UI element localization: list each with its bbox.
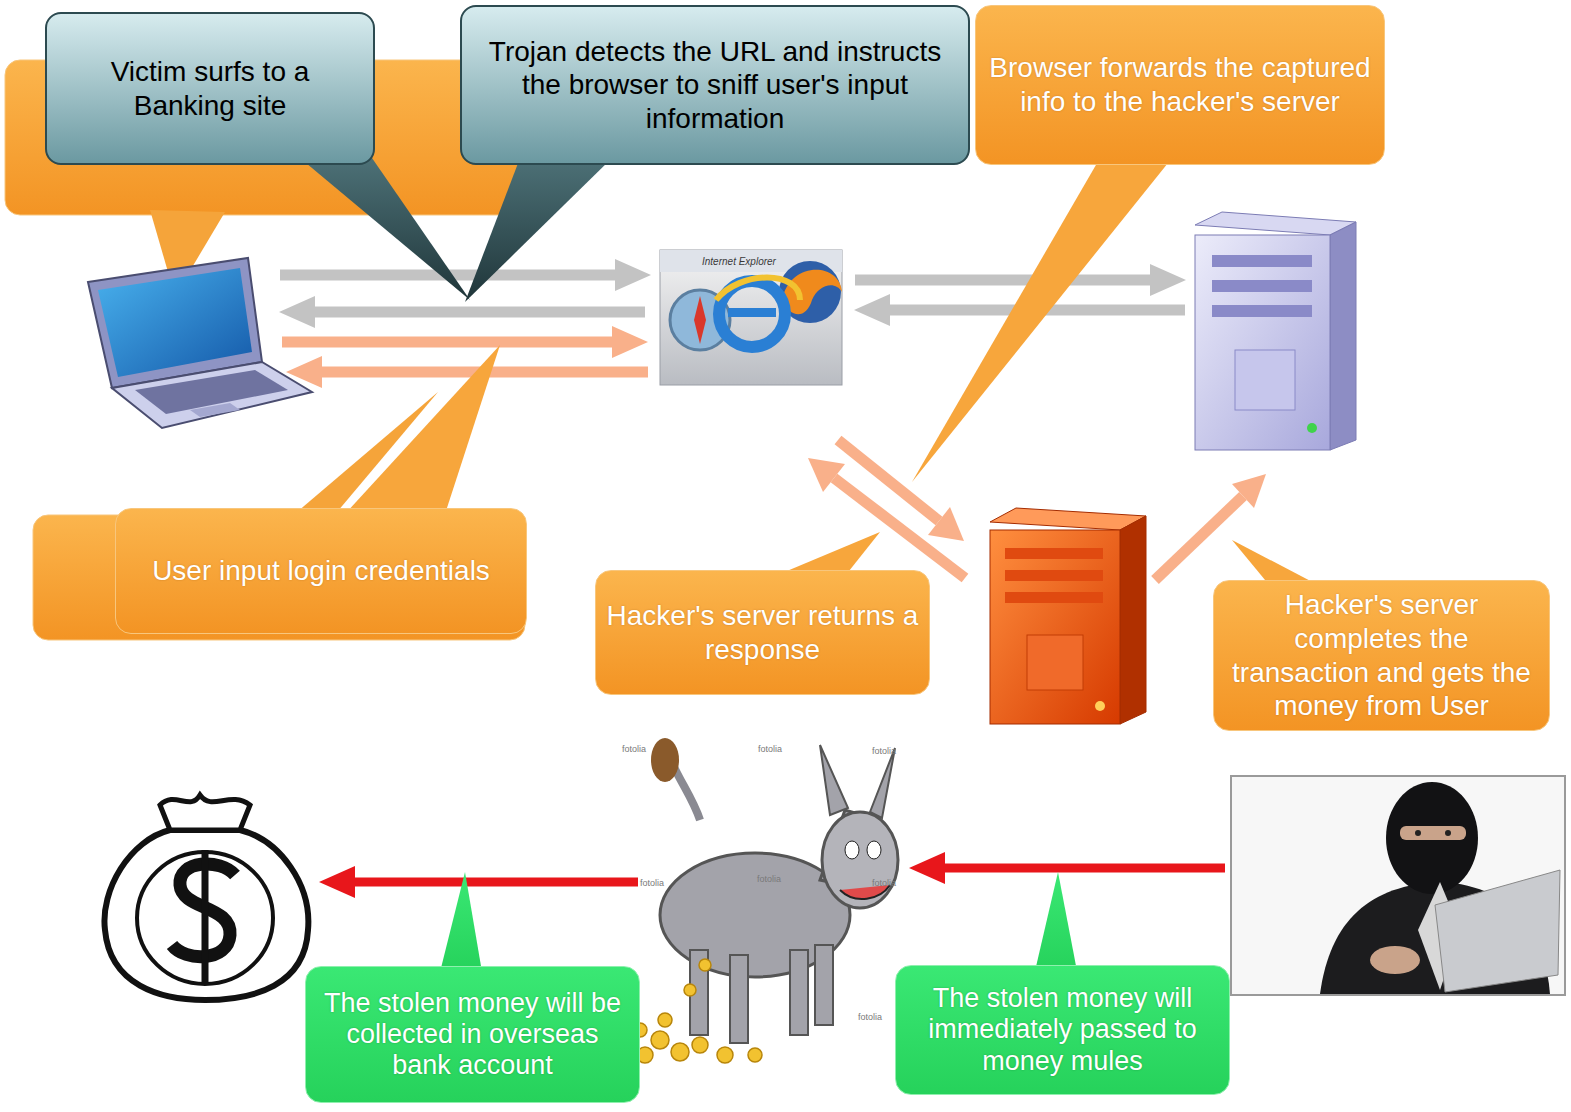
watermark: fotolia	[858, 1012, 882, 1022]
watermark: fotolia	[872, 746, 896, 756]
callout-text: The stolen money will immediately passed…	[906, 983, 1219, 1076]
trojan-callout: Trojan detects the URL and instructs the…	[460, 5, 970, 165]
bank-server	[1195, 212, 1356, 450]
money-bag	[104, 795, 308, 1000]
watermark: fotolia	[757, 874, 781, 884]
callout-text: The stolen money will be collected in ov…	[316, 988, 629, 1081]
callout-text: Trojan detects the URL and instructs the…	[472, 35, 958, 136]
logo-text: Internet Explorer	[702, 256, 776, 267]
process-callout: Hacker's server completes the transactio…	[1213, 580, 1550, 731]
money-callout: The stolen money will be collected in ov…	[305, 966, 640, 1103]
process-callout: Hacker's server returns a response	[595, 570, 930, 695]
callout-text: Browser forwards the captured info to th…	[986, 51, 1374, 118]
process-callout: Browser forwards the captured info to th…	[975, 5, 1385, 165]
watermark: fotolia	[872, 878, 896, 888]
callout-text: Victim surfs to a Banking site	[57, 55, 363, 122]
hacker-photo	[1231, 776, 1565, 995]
trojan-callout: Victim surfs to a Banking site	[45, 12, 375, 165]
watermark: fotolia	[758, 744, 782, 754]
laptop-icon	[88, 258, 312, 428]
browser-icon	[660, 250, 842, 385]
process-callout: User input login credentials	[115, 508, 527, 634]
callout-text: User input login credentials	[152, 554, 490, 588]
money-mule	[612, 738, 898, 1063]
watermark: fotolia	[622, 744, 646, 754]
callout-text: Hacker's server returns a response	[606, 599, 919, 666]
hacker-server	[990, 508, 1146, 724]
callout-text: Hacker's server completes the transactio…	[1224, 588, 1539, 722]
watermark: fotolia	[640, 878, 664, 888]
money-callout: The stolen money will immediately passed…	[895, 965, 1230, 1095]
